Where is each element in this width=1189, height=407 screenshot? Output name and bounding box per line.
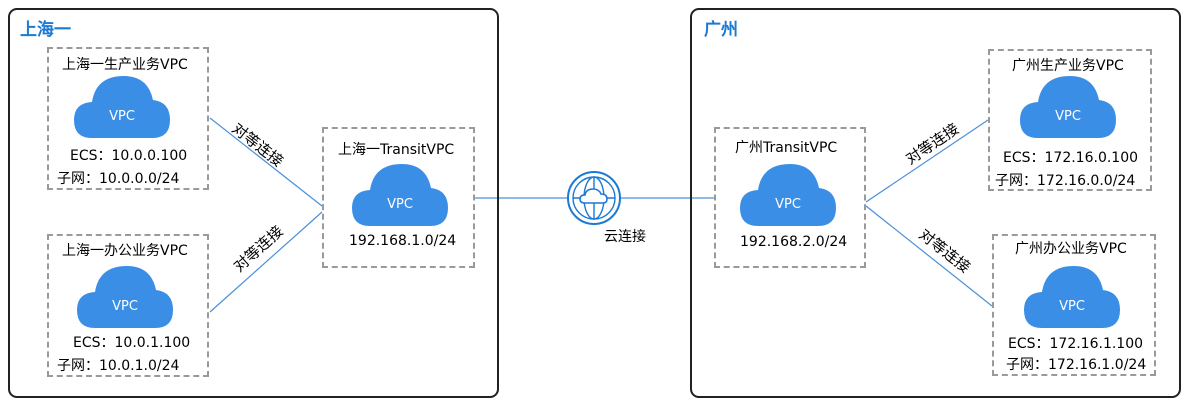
globe-cloud-icon [567,171,621,225]
vpc-name-sh-office: 上海一办公业务VPC [62,243,188,259]
cloud-icon: VPC [740,164,836,226]
vpc-box-gz-office [992,234,1156,376]
cloud-label: VPC [1059,299,1085,314]
cloud-icon: VPC [74,76,170,138]
region-title-guangzhou: 广州 [704,20,738,40]
vpc-name-gz-office: 广州办公业务VPC [1015,241,1127,257]
cloud-label: VPC [109,109,135,124]
vpc-box-sh-office [47,234,209,377]
region-title-shanghai: 上海一 [20,20,71,40]
cloud-label: VPC [1055,109,1081,124]
peering-line-gz-prod [865,119,989,203]
vpc-name-sh-prod: 上海一生产业务VPC [62,57,188,73]
vpc-name-gz-prod: 广州生产业务VPC [1012,58,1124,74]
ecs-sh-office: ECS：10.0.1.100 [73,335,191,351]
cloud-icon: VPC [1020,76,1116,138]
cloud-label: VPC [775,197,801,212]
peering-line-gz-office [865,205,993,307]
subnet-gz-office: 子网：172.16.1.0/24 [1006,357,1147,373]
subnet-gz-prod: 子网：172.16.0.0/24 [995,173,1136,189]
ecs-gz-prod: ECS：172.16.0.100 [1003,150,1139,166]
vpc-box-sh-prod [47,47,209,190]
peering-line-sh-prod [209,117,323,207]
cidr-gz-transit: 192.168.2.0/24 [740,234,848,250]
vpc-name-sh-transit: 上海一TransitVPC [338,142,455,158]
vpc-box-gz-transit [714,127,866,268]
vpc-box-sh-transit [322,127,475,268]
region-shanghai [8,8,499,398]
cloud-label: VPC [387,197,413,212]
cloud-label: VPC [112,299,138,314]
region-guangzhou [690,8,1181,398]
subnet-sh-prod: 子网：10.0.0.0/24 [57,171,180,187]
vpc-box-gz-prod [988,49,1152,191]
cloud-connect-label: 云连接 [604,229,646,245]
ecs-sh-prod: ECS：10.0.0.100 [70,148,188,164]
cloud-icon: VPC [1024,266,1120,328]
subnet-sh-office: 子网：10.0.1.0/24 [57,358,180,374]
vpc-name-gz-transit: 广州TransitVPC [735,140,838,156]
ecs-gz-office: ECS：172.16.1.100 [1008,336,1144,352]
cloud-icon: VPC [77,266,173,328]
cidr-sh-transit: 192.168.1.0/24 [349,233,457,249]
peering-line-sh-office [209,211,323,313]
cloud-icon: VPC [352,164,448,226]
